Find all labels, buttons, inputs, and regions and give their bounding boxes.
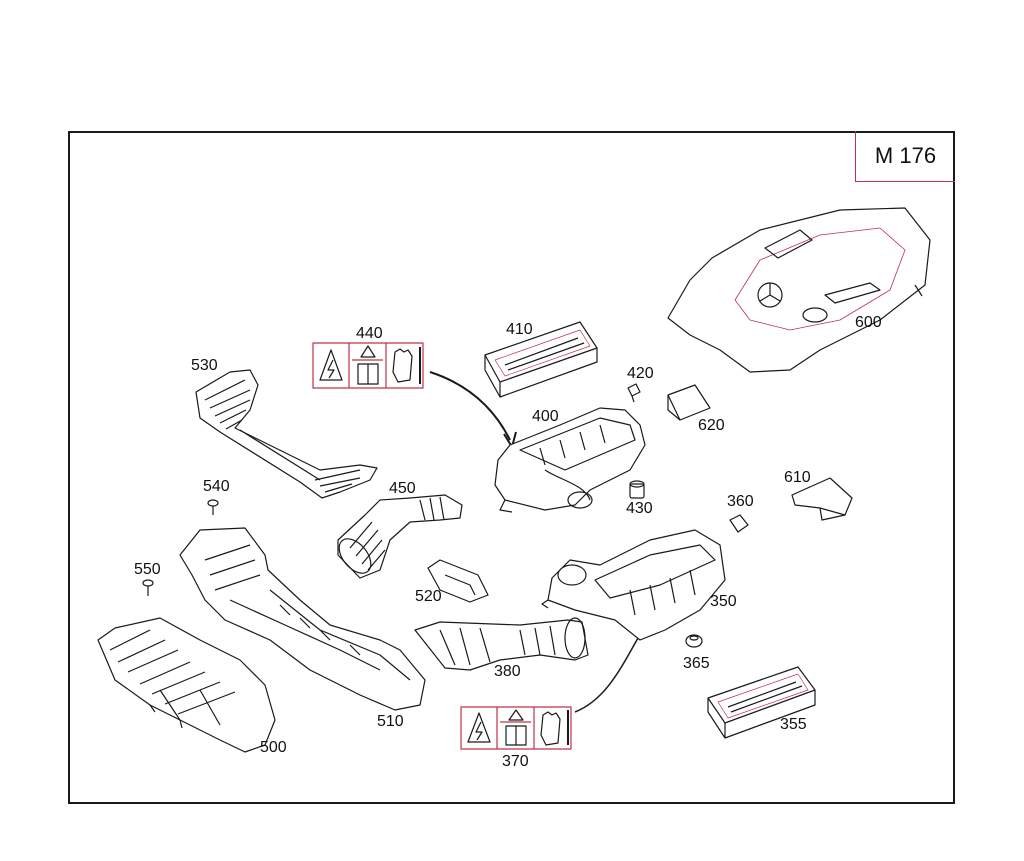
clip-360-drawing [729, 514, 749, 533]
part-label-450[interactable]: 450 [389, 480, 416, 497]
part-label-440[interactable]: 440 [356, 325, 383, 342]
air-filter-housing-350-drawing [541, 529, 726, 641]
warning-label-370-drawing [460, 706, 572, 750]
diagram-frame [68, 131, 955, 804]
part-label-360[interactable]: 360 [727, 493, 754, 510]
intake-hose-380-drawing [414, 617, 589, 671]
intake-duct-510-drawing [179, 527, 426, 711]
cover-620-drawing [667, 384, 711, 421]
part-label-510[interactable]: 510 [377, 713, 404, 730]
part-label-350[interactable]: 350 [710, 593, 737, 610]
air-filter-housing-400-drawing [494, 407, 646, 513]
intake-hose-450-drawing [337, 494, 463, 579]
warning-label-440-drawing [312, 342, 424, 389]
engine-cover-drawing [667, 207, 931, 373]
part-label-500[interactable]: 500 [260, 739, 287, 756]
part-label-370[interactable]: 370 [502, 753, 529, 770]
bracket-610-drawing [791, 477, 853, 521]
part-label-540[interactable]: 540 [203, 478, 230, 495]
part-label-530[interactable]: 530 [191, 357, 218, 374]
part-label-380[interactable]: 380 [494, 663, 521, 680]
part-label-410[interactable]: 410 [506, 321, 533, 338]
air-duct-530-drawing [195, 369, 378, 499]
part-label-550[interactable]: 550 [134, 561, 161, 578]
part-label-400[interactable]: 400 [532, 408, 559, 425]
air-filter-410-drawing [484, 321, 598, 398]
part-label-365[interactable]: 365 [683, 655, 710, 672]
clip-520-drawing [427, 559, 489, 603]
grommet-430-drawing [629, 480, 645, 499]
part-label-600[interactable]: 600 [855, 314, 882, 331]
screw-540-drawing [207, 499, 219, 515]
lower-duct-500-drawing [97, 617, 276, 753]
part-label-430[interactable]: 430 [626, 500, 653, 517]
part-label-620[interactable]: 620 [698, 417, 725, 434]
model-code-box: M 176 [855, 131, 955, 182]
model-code-label: M 176 [874, 143, 937, 168]
air-filter-355-drawing [707, 666, 816, 739]
part-label-355[interactable]: 355 [780, 716, 807, 733]
part-label-520[interactable]: 520 [415, 588, 442, 605]
grommet-365-drawing [685, 634, 703, 648]
part-label-610[interactable]: 610 [784, 469, 811, 486]
part-label-420[interactable]: 420 [627, 365, 654, 382]
clip-420-drawing [627, 383, 641, 403]
screw-550-drawing [142, 579, 154, 596]
